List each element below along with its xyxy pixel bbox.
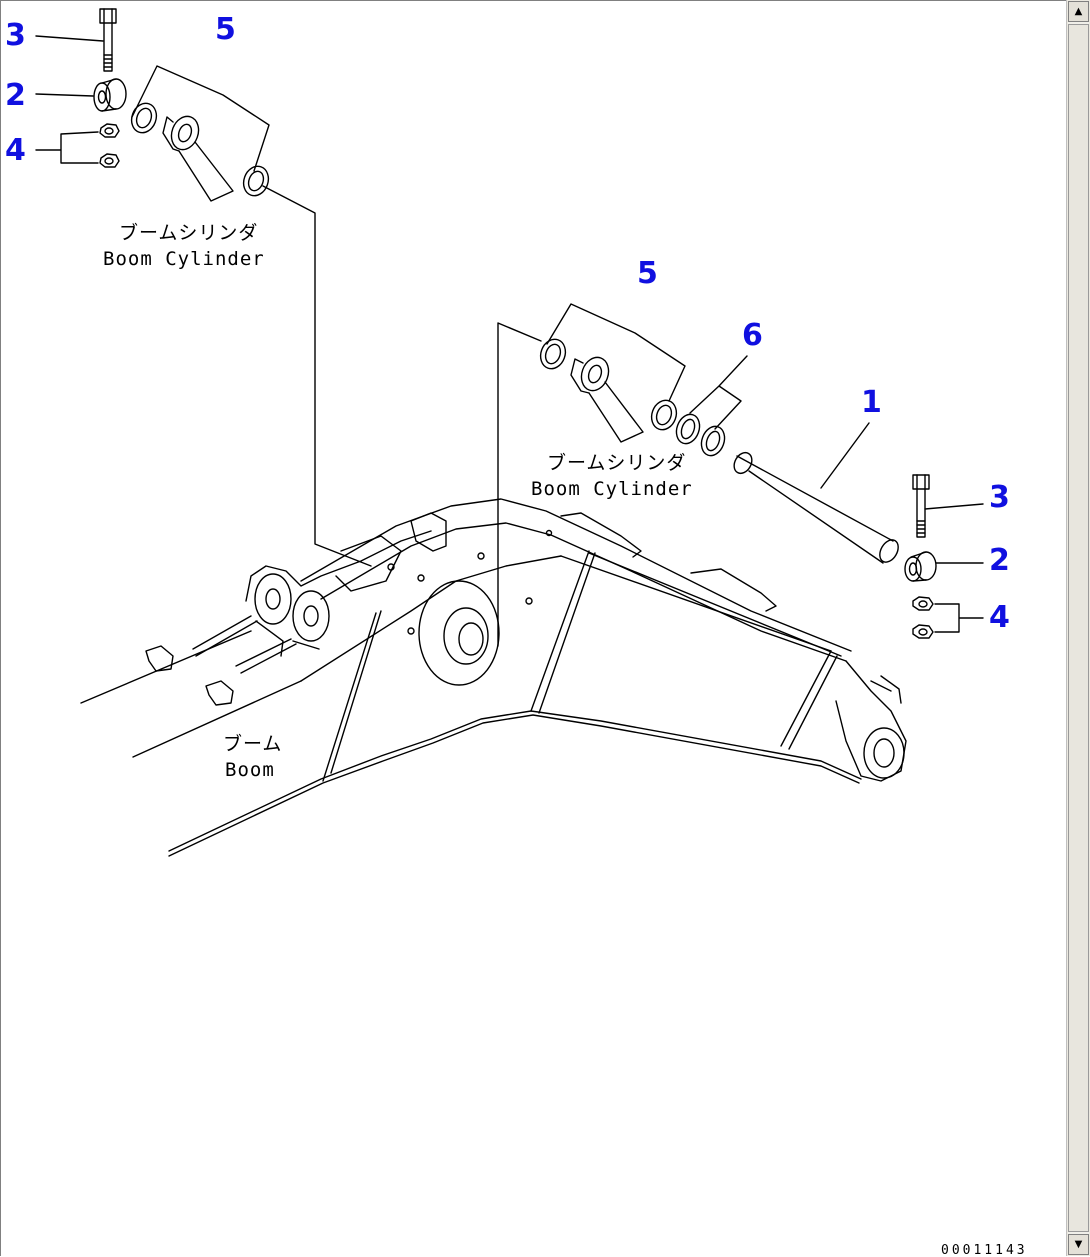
drawing-number: 00011143 bbox=[941, 1243, 1028, 1257]
pin-part bbox=[733, 422, 899, 564]
scroll-up-button[interactable]: ▲ bbox=[1068, 1, 1089, 22]
boom-label-en: Boom bbox=[225, 759, 275, 781]
boom-label-jp: ブーム bbox=[223, 732, 282, 755]
bolt-part bbox=[99, 8, 117, 72]
callout-4-left: 4 bbox=[5, 133, 26, 168]
bushing-part bbox=[93, 78, 127, 112]
nut-part bbox=[912, 596, 984, 639]
callout-3-left: 3 bbox=[5, 18, 26, 53]
callout-5-right: 5 bbox=[637, 256, 658, 291]
callout-2-left: 2 bbox=[5, 78, 26, 113]
nut-part bbox=[99, 123, 120, 168]
parts-diagram: 3 2 4 5 5 6 1 3 2 4 ブームシリンダ Boom Cylinde… bbox=[5, 8, 1028, 1257]
callout-6: 6 bbox=[742, 318, 763, 353]
callout-1: 1 bbox=[861, 385, 882, 420]
callout-3-right: 3 bbox=[989, 480, 1010, 515]
cylinder-rod-end bbox=[570, 356, 644, 443]
callout-4-right: 4 bbox=[989, 600, 1010, 635]
washer-part bbox=[130, 102, 270, 197]
cylinder-rod-end bbox=[162, 115, 234, 202]
vertical-scrollbar[interactable]: ▲ ▼ bbox=[1066, 0, 1090, 1256]
callout-2-right: 2 bbox=[989, 543, 1010, 578]
callout-5-left: 5 bbox=[215, 12, 236, 47]
diagram-viewport: 3 2 4 5 5 6 1 3 2 4 ブームシリンダ Boom Cylinde… bbox=[0, 0, 1066, 1257]
scrollbar-thumb[interactable] bbox=[1068, 24, 1089, 1232]
boom-cylinder-label-jp: ブームシリンダ bbox=[547, 451, 686, 474]
washer-part bbox=[539, 338, 678, 431]
boom-cylinder-label-en: Boom Cylinder bbox=[103, 248, 265, 270]
bushing-part bbox=[904, 551, 984, 582]
arrow-down-icon: ▼ bbox=[1074, 1239, 1083, 1250]
boom-structure bbox=[80, 498, 907, 857]
boom-cylinder-label-jp: ブームシリンダ bbox=[119, 221, 258, 244]
bolt-part bbox=[912, 474, 984, 538]
arrow-up-icon: ▲ bbox=[1074, 6, 1083, 17]
shim-part bbox=[675, 355, 748, 457]
scrollbar-track[interactable] bbox=[1068, 22, 1089, 1234]
boom-cylinder-label-en: Boom Cylinder bbox=[531, 478, 693, 500]
scroll-down-button[interactable]: ▼ bbox=[1068, 1234, 1089, 1255]
